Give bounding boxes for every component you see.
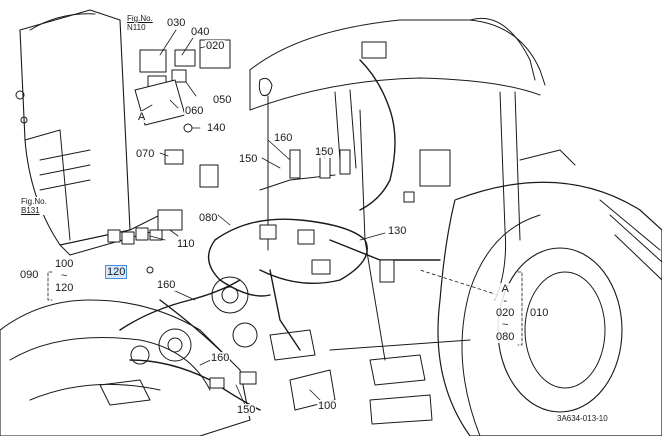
figure-code: 3A634-013-10 <box>557 414 608 423</box>
part-label-100: 100 <box>317 400 338 412</box>
hood-panel <box>15 9 176 256</box>
range-tilde: ~ <box>60 270 68 282</box>
connectors <box>107 39 451 389</box>
part-label-A: A <box>137 111 147 123</box>
part-label-150b: 150 <box>314 146 335 158</box>
part-label-140: 140 <box>206 122 227 134</box>
part-label-160b: 160 <box>156 279 177 291</box>
rear-tire <box>437 181 662 436</box>
part-label-060: 060 <box>184 105 205 117</box>
part-label-050: 050 <box>212 94 233 106</box>
range-100-120: 100 ~ 120 <box>54 258 75 294</box>
range-A-020-080: A - 020 ~ 080 <box>495 283 516 343</box>
part-label-130: 130 <box>387 225 408 237</box>
fig-ref-caption: Fig.No. <box>21 197 47 206</box>
fig-ref-caption: Fig.No. <box>127 14 153 23</box>
part-label-150: 150 <box>238 153 259 165</box>
range-end: 120 <box>55 282 74 294</box>
range-dash: - <box>503 295 508 307</box>
part-label-120-highlighted[interactable]: 120 <box>104 265 128 279</box>
part-label-040: 040 <box>190 26 211 38</box>
range-tilde: ~ <box>501 319 509 331</box>
range-end: 080 <box>496 331 515 343</box>
part-label-160c: 160 <box>210 352 231 364</box>
range-start: 020 <box>496 307 515 319</box>
part-label-160: 160 <box>273 132 294 144</box>
part-label-110: 110 <box>176 238 196 250</box>
fig-ref-number: N110 <box>127 23 146 32</box>
range-brackets <box>47 271 523 346</box>
range-ref: A <box>501 283 509 295</box>
part-label-080: 080 <box>198 212 219 224</box>
part-label-070: 070 <box>135 148 156 160</box>
part-label-020: 020 <box>205 40 226 52</box>
fig-ref-b131: Fig.No. B131 <box>20 197 48 215</box>
range-start: 100 <box>55 258 74 270</box>
cab-frame <box>249 17 576 361</box>
step-platform <box>329 339 471 425</box>
fig-ref-number: B131 <box>21 206 40 215</box>
leader-lines <box>139 29 499 406</box>
part-label-150c: 150 <box>236 404 257 416</box>
part-label-030: 030 <box>166 17 187 29</box>
part-label-090: 090 <box>19 269 40 281</box>
part-label-010: 010 <box>529 307 550 319</box>
engine-block <box>0 276 336 436</box>
fig-ref-n110: Fig.No. N110 <box>126 14 154 32</box>
